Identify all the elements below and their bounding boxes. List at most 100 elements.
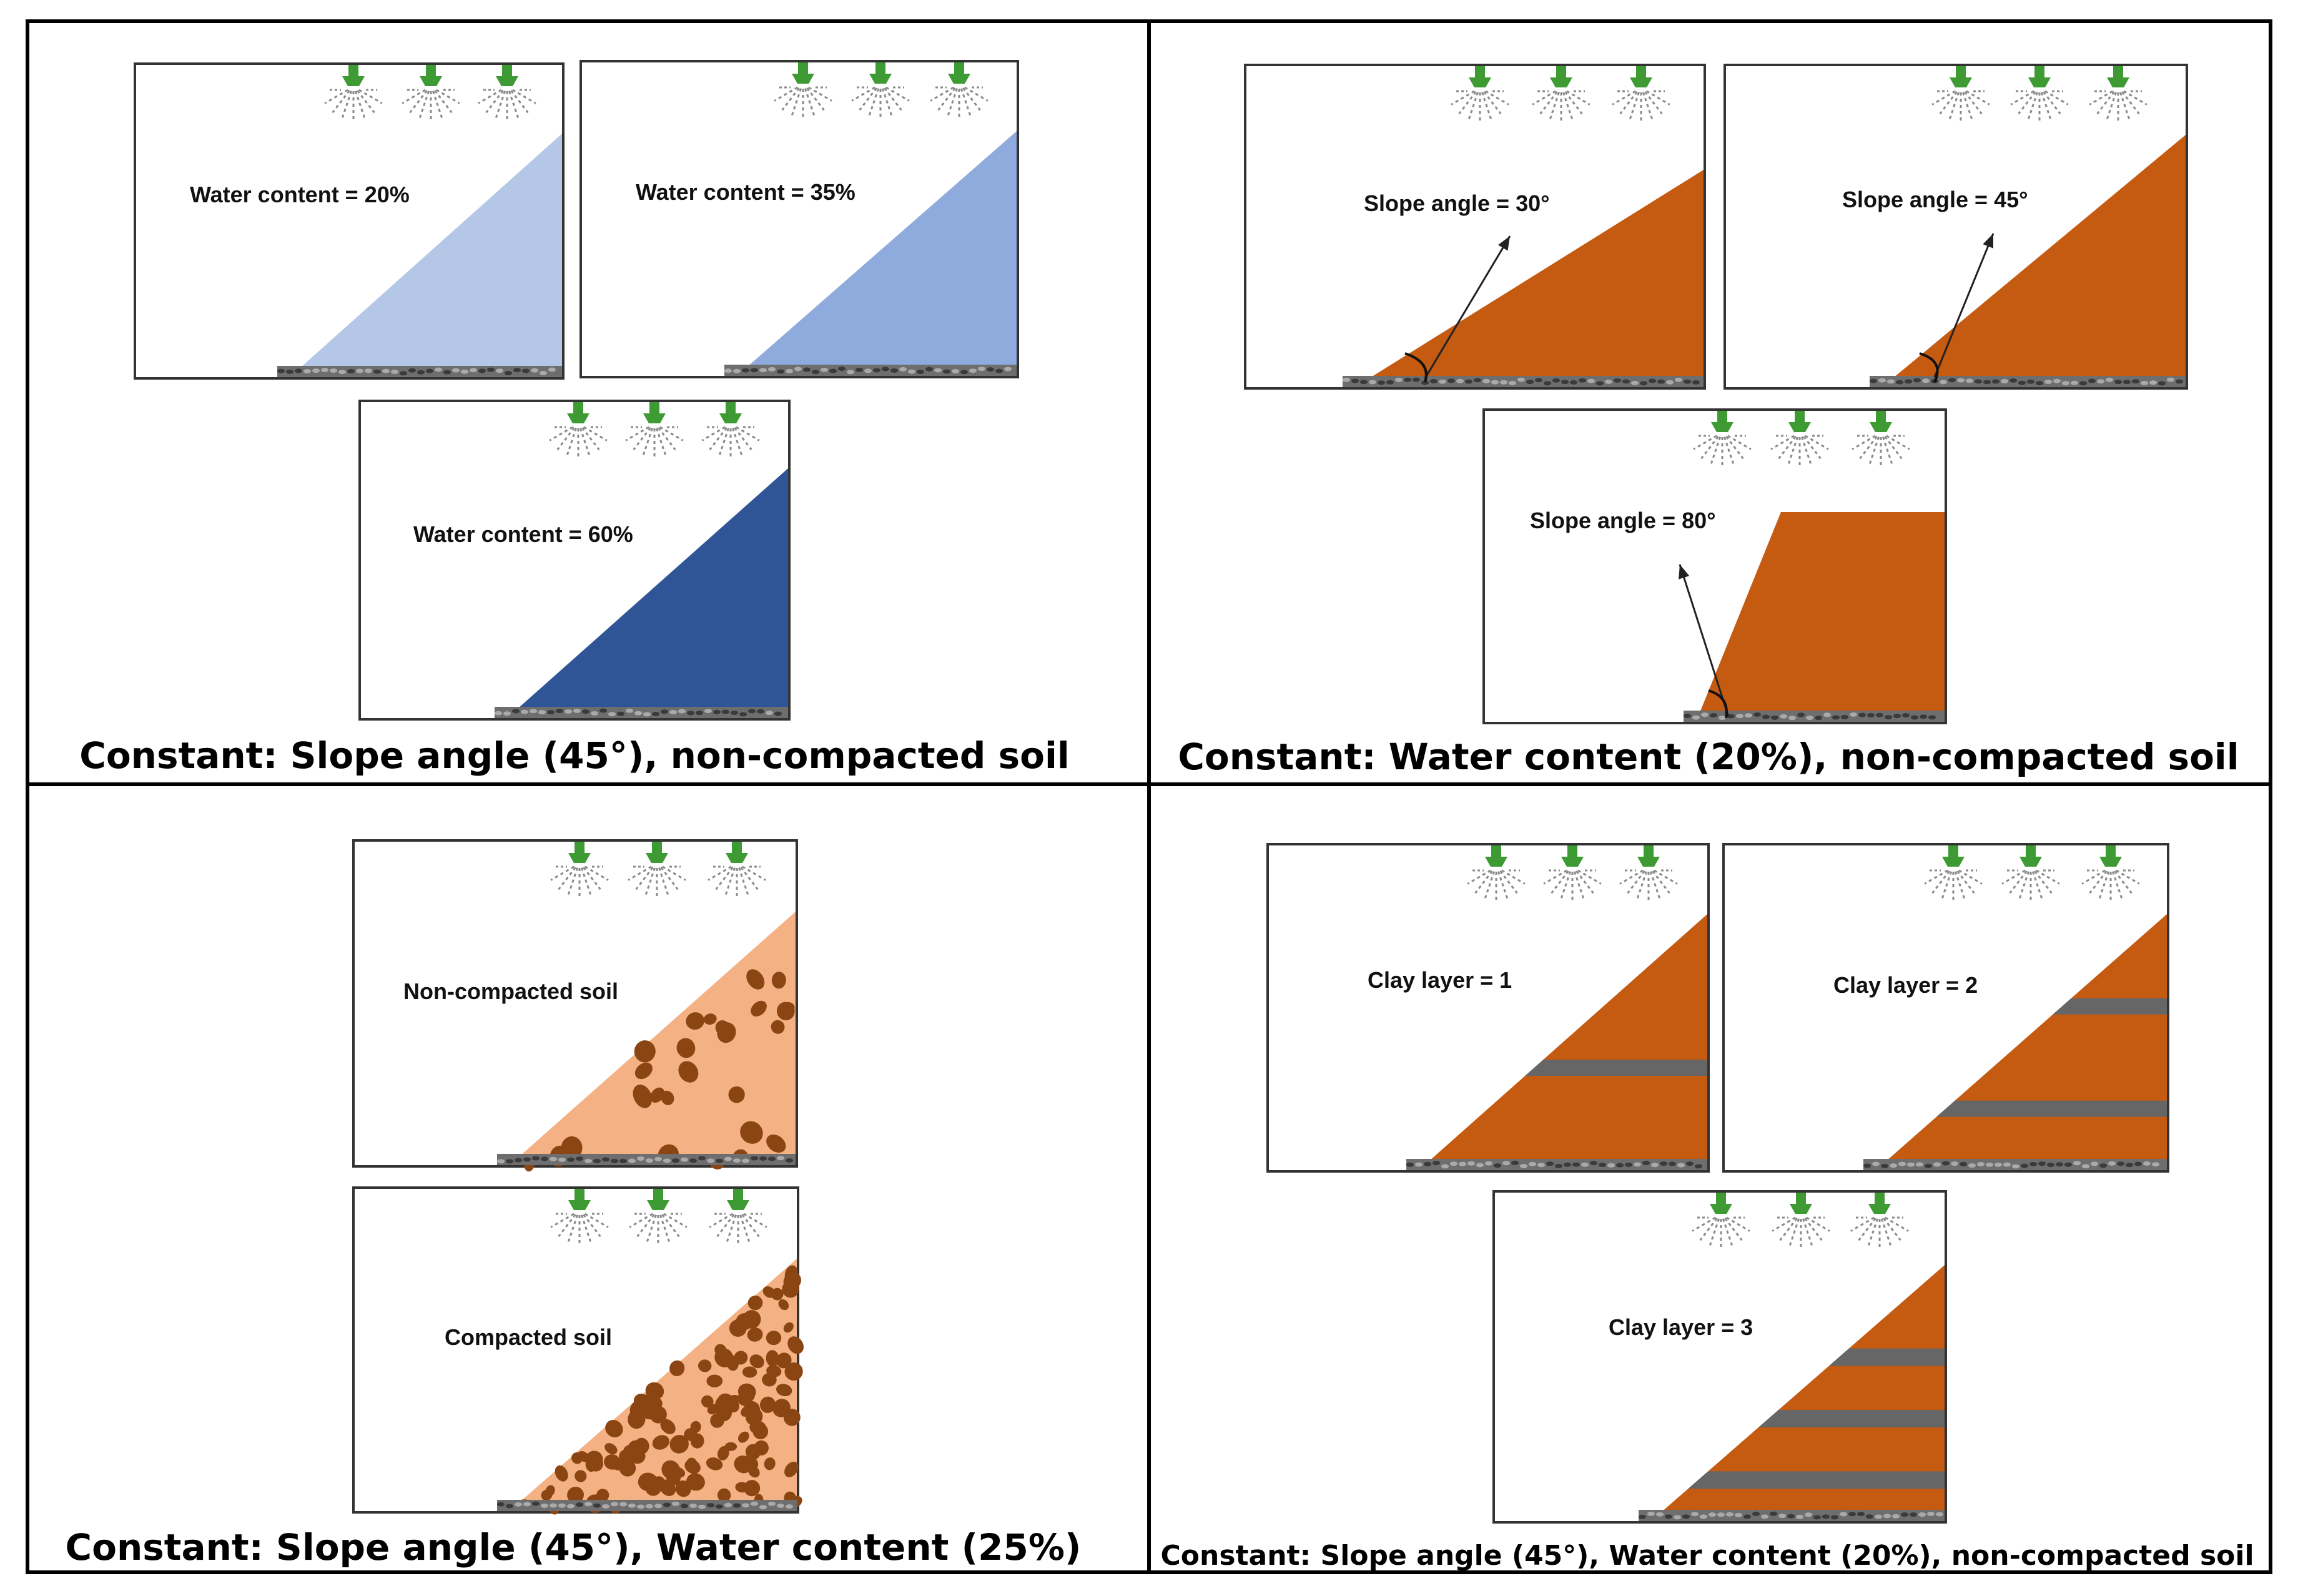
- spray-line: [1802, 1218, 1813, 1246]
- gravel-stone: [602, 1504, 609, 1509]
- gravel-stone: [1920, 714, 1927, 719]
- spray-line: [881, 88, 893, 116]
- spray-line: [1867, 1218, 1879, 1246]
- nozzle-stem: [574, 842, 584, 853]
- gravel-stone: [582, 709, 589, 714]
- spray-line: [629, 1213, 653, 1228]
- gravel-stone: [1788, 716, 1796, 721]
- spray-line: [1805, 435, 1829, 450]
- soil-clod: [706, 1457, 723, 1470]
- spray-line: [1467, 869, 1491, 885]
- gravel-stone: [654, 1504, 662, 1509]
- nozzle-stem: [2113, 66, 2123, 77]
- sprinkler-nozzle-icon: [478, 65, 536, 120]
- gravel-stone: [1863, 1163, 1871, 1168]
- spray-line: [1543, 869, 1567, 885]
- spray-line: [512, 89, 536, 104]
- gravel-stone: [864, 368, 872, 373]
- gravel-stone: [1561, 380, 1569, 385]
- gravel-stone: [1639, 1514, 1646, 1519]
- spray-line: [1654, 869, 1678, 885]
- gravel-stone: [1850, 712, 1857, 717]
- gravel-stone: [1406, 1162, 1414, 1167]
- spray-line: [580, 1214, 592, 1243]
- gravel-stone: [1858, 712, 1866, 717]
- soil-body: [507, 468, 788, 718]
- gravel-stone: [1883, 1514, 1891, 1519]
- spray-line: [709, 427, 727, 451]
- gravel-stone: [567, 1504, 574, 1509]
- spray-line: [2089, 870, 2108, 894]
- spray-line: [485, 90, 504, 114]
- gravel-stone: [400, 371, 407, 376]
- gravel-stone: [681, 1504, 688, 1509]
- soil-clod: [771, 972, 786, 989]
- spray-line: [1964, 91, 1983, 115]
- clay-band: [2053, 998, 2167, 1015]
- soil-body: [510, 912, 796, 1165]
- nozzle-head: [420, 76, 442, 86]
- soil-clod: [784, 1461, 799, 1477]
- gravel-stone: [733, 1158, 741, 1163]
- angle-arrow: [1679, 564, 1730, 717]
- gravel-stone: [1875, 1514, 1882, 1519]
- gravel-stone: [443, 370, 451, 375]
- gravel-stone: [2053, 378, 2061, 383]
- soil-clod: [742, 1366, 757, 1378]
- gravel-stone: [548, 367, 556, 372]
- spray-line: [964, 86, 989, 102]
- nozzle-stem: [649, 402, 659, 413]
- gravel-stone: [2167, 377, 2174, 382]
- gravel-stone: [821, 367, 828, 372]
- gravel-stone: [777, 1504, 784, 1509]
- gravel-stone: [742, 1503, 749, 1508]
- sprinkler-nozzle-icon: [709, 1189, 767, 1244]
- gravel-stone: [1736, 714, 1743, 719]
- gravel-stone: [687, 711, 694, 716]
- sprinkler-nozzle-icon: [2081, 845, 2140, 900]
- spray-line: [1800, 436, 1812, 465]
- nozzle-head: [568, 853, 591, 863]
- gravel-stone: [505, 371, 512, 376]
- gravel-stone: [1701, 712, 1709, 717]
- soil-clod: [633, 1393, 649, 1408]
- clay-band: [1828, 1348, 1945, 1366]
- spray-line: [1954, 871, 1966, 899]
- soil-clod: [604, 1454, 621, 1470]
- soil-clod: [744, 1480, 761, 1497]
- soil-body: [1696, 512, 1945, 722]
- gravel-stone: [774, 711, 782, 716]
- gravel-stone: [523, 1157, 531, 1162]
- gravel-stone: [663, 1502, 671, 1507]
- gravel-stone: [478, 368, 486, 373]
- gravel-stone: [716, 1158, 723, 1163]
- gravel-stone: [1922, 378, 1930, 383]
- spray-line: [644, 867, 656, 895]
- gravel-stone: [1413, 377, 1420, 382]
- gravel-stone: [515, 1502, 522, 1507]
- soil-clod: [567, 1486, 584, 1504]
- gravel-stone: [1893, 714, 1901, 719]
- gravel-stone: [1450, 1161, 1457, 1166]
- gravel-stone: [522, 368, 530, 373]
- gravel-stone: [2021, 1163, 2028, 1168]
- gravel-stone: [1866, 1514, 1873, 1519]
- gravel-stone: [1709, 1512, 1716, 1517]
- gravel-stone: [1936, 1512, 1943, 1517]
- nozzle-head: [1790, 1204, 1812, 1214]
- gravel-stone: [1535, 378, 1542, 383]
- soil-clod: [749, 1354, 764, 1369]
- gravel-stone: [733, 1503, 741, 1508]
- soil-clod: [717, 1022, 736, 1043]
- spray-line: [583, 1214, 601, 1238]
- sprinkler-nozzle-icon: [1532, 66, 1590, 121]
- spray-line: [851, 86, 875, 102]
- gravel-stone: [2079, 381, 2087, 386]
- gravel-stone: [303, 368, 311, 373]
- spray-line: [1467, 92, 1479, 120]
- spray-line: [583, 426, 608, 441]
- spray-line: [1724, 1218, 1743, 1241]
- experiment-label: Compacted soil: [445, 1324, 612, 1350]
- nozzle-stem: [2026, 845, 2036, 857]
- spray-line: [1939, 91, 1958, 115]
